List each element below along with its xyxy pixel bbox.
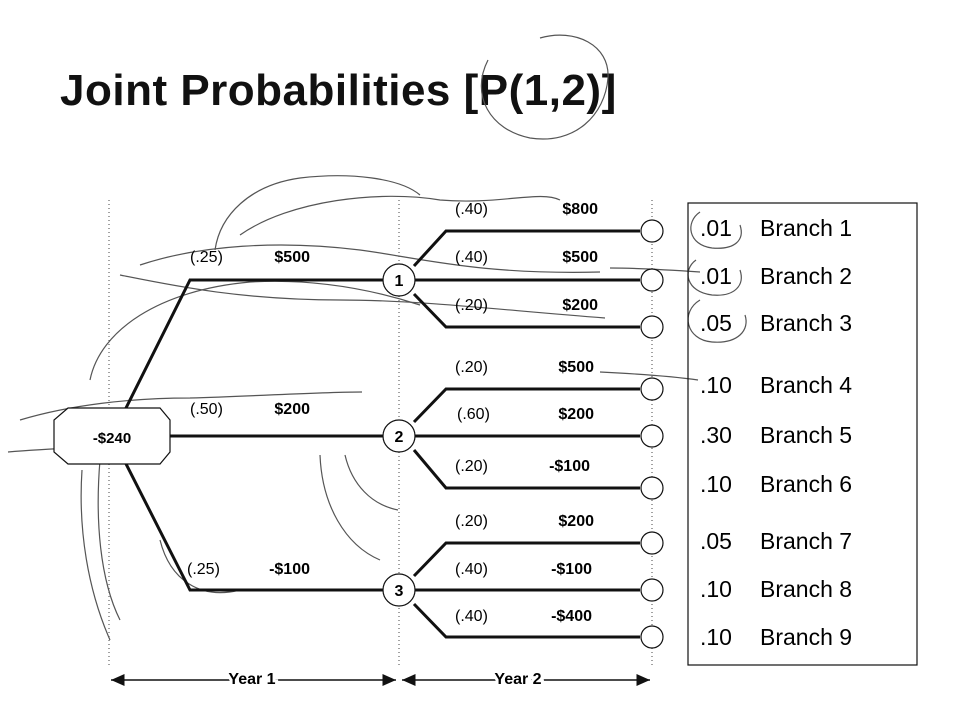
- stroke-annotation: [89, 280, 421, 381]
- terminal-node: [640, 578, 664, 602]
- stroke-annotation: [119, 274, 606, 319]
- edge-node1-branch1: [412, 229, 640, 268]
- value-label: $500: [274, 249, 310, 266]
- branch-label: Branch 9: [760, 624, 852, 650]
- edge-node2-branch6: [412, 449, 640, 490]
- stroke-annotation: [214, 175, 421, 251]
- prob-label: (.25): [187, 561, 220, 578]
- handwritten-annotations: [7, 34, 747, 641]
- value-label: $500: [562, 249, 598, 266]
- chance-node-1: 1: [382, 263, 416, 297]
- year2-label: Year 2: [494, 671, 541, 688]
- stroke-annotation: [80, 469, 111, 641]
- year1-labels: (.25) $500 (.50) $200 (.25) -$100: [187, 249, 310, 578]
- value-label: -$100: [549, 458, 590, 475]
- terminal-node: [640, 268, 664, 292]
- terminal-node: [640, 424, 664, 448]
- branch-joint: .05: [700, 310, 732, 336]
- terminal-node: [640, 315, 664, 339]
- value-label: $200: [558, 406, 594, 423]
- chance-node-3: 3: [382, 573, 416, 607]
- branch-label: Branch 8: [760, 576, 852, 602]
- chance-node-2: 2: [382, 419, 416, 453]
- prob-label: (.20): [455, 458, 488, 475]
- stroke-annotation: [139, 244, 601, 273]
- edge-node1-branch3: [412, 292, 640, 329]
- stroke-annotation: [319, 454, 381, 561]
- branch-label: Branch 1: [760, 215, 852, 241]
- branch-label: Branch 3: [760, 310, 852, 336]
- year-dividers: [108, 200, 653, 668]
- value-label: -$100: [269, 561, 310, 578]
- prob-label: (.40): [455, 561, 488, 578]
- tree-edges: [118, 229, 640, 639]
- circle-annotation-branch3: [687, 299, 747, 343]
- root-node: -$240: [53, 407, 171, 465]
- stroke-annotation: [159, 539, 241, 594]
- terminal-node: [640, 625, 664, 649]
- branch-joint: .01: [700, 215, 732, 241]
- branch-label: Branch 4: [760, 372, 852, 398]
- edge-root-node3: [118, 451, 390, 592]
- prob-label: (.50): [190, 401, 223, 418]
- prob-label: (.40): [455, 608, 488, 625]
- circle-annotation-branch2: [687, 259, 742, 296]
- branch-joint: .01: [700, 263, 732, 289]
- branch-joint: .05: [700, 528, 732, 554]
- value-label: -$100: [551, 561, 592, 578]
- branch-joint: .10: [700, 471, 732, 497]
- joint-probability-table: .01 Branch 1 .01 Branch 2 .05 Branch 3 .…: [687, 202, 918, 666]
- page-title: Joint Probabilities [P(1,2)]: [60, 66, 617, 115]
- stroke-annotation: [239, 195, 561, 236]
- circle-annotation-branch1: [690, 211, 742, 249]
- branch-joint: .10: [700, 624, 732, 650]
- prob-label: (.60): [457, 406, 490, 423]
- stroke-annotation: [97, 459, 121, 621]
- root-value: -$240: [93, 430, 131, 447]
- prob-label: (.40): [455, 249, 488, 266]
- edge-node3-branch7: [412, 541, 640, 578]
- node-number: 3: [395, 583, 404, 600]
- branch-label: Branch 7: [760, 528, 852, 554]
- year-axis: Year 1 Year 2: [111, 668, 650, 691]
- branch-label: Branch 5: [760, 422, 852, 448]
- year2-labels: (.40) $800 (.40) $500 (.20) $200 (.20) $…: [455, 201, 598, 625]
- prob-label: (.20): [455, 513, 488, 530]
- prob-label: (.25): [190, 249, 223, 266]
- node-number: 2: [395, 429, 404, 446]
- stroke-annotation: [599, 371, 699, 381]
- branch-label: Branch 2: [760, 263, 852, 289]
- edge-root-node1: [118, 278, 390, 421]
- branch-joint: .30: [700, 422, 732, 448]
- terminal-node: [640, 377, 664, 401]
- value-label: $200: [562, 297, 598, 314]
- branch-joint: .10: [700, 576, 732, 602]
- terminal-node: [640, 531, 664, 555]
- prob-label: (.20): [455, 297, 488, 314]
- value-label: $200: [558, 513, 594, 530]
- branch-joint: .10: [700, 372, 732, 398]
- stroke-annotation: [344, 454, 399, 511]
- edge-node2-branch4: [412, 387, 640, 424]
- branch-label: Branch 6: [760, 471, 852, 497]
- value-label: -$400: [551, 608, 592, 625]
- circle-annotation-title: [480, 34, 609, 140]
- value-label: $500: [558, 359, 594, 376]
- terminal-node: [640, 476, 664, 500]
- terminal-nodes: [640, 219, 664, 649]
- value-label: $200: [274, 401, 310, 418]
- edge-node3-branch9: [412, 602, 640, 639]
- node-number: 1: [395, 273, 404, 290]
- year1-label: Year 1: [228, 671, 275, 688]
- terminal-node: [640, 219, 664, 243]
- value-label: $800: [562, 201, 598, 218]
- prob-label: (.40): [455, 201, 488, 218]
- prob-label: (.20): [455, 359, 488, 376]
